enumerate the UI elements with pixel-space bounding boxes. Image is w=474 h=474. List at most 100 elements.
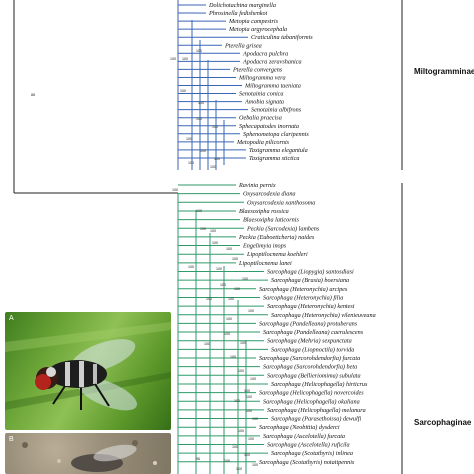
bootstrap-value: 100	[182, 57, 188, 61]
bootstrap-value: 100	[238, 429, 244, 433]
taxon-label: Sarcophaga (Sarcorohdendorfia) furcata	[259, 355, 360, 362]
sarcophaginae-bracket: Sarcophaginae	[401, 183, 472, 474]
taxon-label: Lipoptilocnema lanei	[238, 260, 292, 267]
miltogramminae-bracket: Miltogramminae	[401, 0, 474, 170]
taxon-label: Sphecapatodes inornata	[239, 123, 299, 130]
taxon-label: Sarcophaga (Brasia) boersiana	[271, 277, 349, 284]
bootstrap-value: 100	[242, 277, 248, 281]
root-bootstrap-label: 88	[31, 93, 35, 97]
bootstrap-value: 100	[228, 297, 234, 301]
bootstrap-value: 100	[204, 342, 210, 346]
taxon-label: Metopia campestris	[228, 18, 279, 25]
bootstrap-value: 100	[226, 247, 232, 251]
bootstrap-value: 100	[186, 137, 192, 141]
taxon-label: Miltogramma vera	[238, 74, 286, 81]
sarcophaginae-branches	[177, 184, 268, 474]
taxon-label: Oebalia praecisa	[239, 115, 282, 122]
taxon-label: Sarcophaga (Heteronychia) kentesi	[267, 303, 355, 310]
taxon-label: Sarcophaga (Helicophagella) novercoides	[259, 390, 364, 397]
bootstrap-value: 100	[210, 165, 216, 169]
taxon-label: Sphenometopa claripennis	[243, 131, 309, 138]
bootstrap-value: 100	[212, 125, 218, 129]
taxon-label: Sarcophaga (Ascelotella) furcata	[263, 433, 345, 440]
fly-illustration-b	[22, 440, 157, 472]
taxon-label: Sarcophaga (Sarcorohdendorfia) beta	[263, 364, 357, 371]
taxon-label: Sarcophaga (Scotathyris) inlinea	[271, 450, 353, 457]
bootstrap-labels: 100 100 100 100 100 100 100 100 100 100 100 100 100 1…	[170, 49, 258, 471]
bootstrap-value: 100	[224, 332, 230, 336]
bootstrap-value: 100	[196, 49, 202, 53]
taxon-label: Ravinia pernix	[238, 182, 276, 189]
taxon-label: Sarcophaga (Parasethoissa) dewulfi	[271, 416, 361, 423]
taxon-label: Pterella grisea	[224, 42, 262, 49]
bootstrap-value: 100	[200, 149, 206, 153]
bootstrap-value: 100	[170, 57, 176, 61]
taxon-label: Metopodia pilicornis	[236, 139, 290, 146]
taxon-label: Sarcophaga (Liopnoctila) torvida	[271, 346, 354, 353]
bootstrap-value: 100	[240, 341, 246, 345]
taxon-label: Sarcophaga (Pandelleana) caerulescens	[263, 329, 364, 336]
taxon-label: Sarcophaga (Liopygia) santosdiasi	[267, 269, 354, 276]
bootstrap-value: 100	[188, 265, 194, 269]
bootstrap-value: 100	[232, 257, 238, 261]
bootstrap-value: 100	[246, 409, 252, 413]
taxon-label: Dolichotachina marginella	[208, 2, 276, 9]
bootstrap-value: 100	[238, 369, 244, 373]
taxon-label: Sarcophaga (Pandelleana) protuberans	[259, 320, 358, 327]
bootstrap-value: 100	[246, 395, 252, 399]
bootstrap-value: 100	[206, 297, 212, 301]
bootstrap-value: 100	[226, 317, 232, 321]
bootstrap-value: 100	[220, 283, 226, 287]
taxon-label: Senotainia conica	[239, 91, 284, 98]
taxon-label: Sarcophaga (Helicophagella) hirticrus	[271, 381, 368, 388]
bootstrap-value: 100	[198, 101, 204, 105]
sarcophaginae-group-label: Sarcophaginae	[414, 418, 472, 427]
bootstrap-value: 100	[180, 89, 186, 93]
bootstrap-value: 100	[248, 309, 254, 313]
bootstrap-value: 100	[250, 377, 256, 381]
taxon-label: Apodacra zeravshanica	[242, 58, 302, 65]
taxon-label: Sarcophaga (Heteronychia) filia	[263, 294, 343, 301]
taxon-label: Sarcophaga (Scotathyris) notatipennis	[259, 459, 355, 466]
miltogramminae-branches	[177, 0, 248, 170]
bootstrap-value: 100	[244, 453, 250, 457]
taxon-label: Lipoptilocnema koehleri	[246, 251, 308, 258]
taxon-label: Sarcophaga (Heteronychia) arcipes	[259, 286, 348, 293]
taxon-label: Sarcophaga (Helicophagella) okaliana	[263, 398, 360, 405]
taxon-label: Taxigramma stictica	[249, 155, 299, 162]
bootstrap-value: 100	[210, 229, 216, 233]
taxon-label: Metopia argyrocephala	[228, 26, 287, 33]
bootstrap-value: 100	[232, 445, 238, 449]
bootstrap-value: 100	[212, 241, 218, 245]
panel-b-label: B	[9, 436, 14, 443]
taxon-label: Pterella convergens	[232, 66, 283, 73]
bootstrap-value: 100	[172, 188, 178, 192]
bootstrap-value: 100	[196, 117, 202, 121]
bootstrap-value: 100	[216, 267, 222, 271]
taxon-label: Sarcophaga (Helicophagella) melanura	[267, 407, 366, 414]
taxon-label: Sarcophaga (Ascelotella) ruficila	[267, 442, 350, 449]
taxon-label: Senotainia albifrons	[251, 107, 302, 114]
fly-illustration-a	[5, 322, 171, 411]
bootstrap-value: 100	[214, 157, 220, 161]
miltogramminae-group-label: Miltogramminae	[414, 67, 474, 76]
taxon-label: Peckia (Euboettcheria) naides	[238, 234, 315, 241]
bootstrap-value: 100	[248, 437, 254, 441]
bootstrap-value: 100	[252, 463, 258, 467]
photo-panel-b: B	[5, 433, 171, 474]
taxon-label: Miltogramma taeniata	[244, 83, 301, 90]
bootstrap-value: 100	[230, 355, 236, 359]
taxon-label: Sarcophaga (Mehria) sexpunctata	[267, 338, 352, 345]
taxon-label: Blaesoxipha laticornis	[243, 217, 299, 224]
bootstrap-value: 100	[224, 459, 230, 463]
tree-backbone	[13, 0, 178, 194]
bootstrap-value: 100	[236, 467, 242, 471]
taxon-label: Sarcophaga (Heteronychia) vilenieuveana	[271, 312, 376, 319]
taxon-label: Oxysarcodexia xanthosoma	[247, 199, 315, 206]
taxon-label: Blaesoxipha rossica	[239, 208, 289, 215]
bootstrap-value: 100	[200, 227, 206, 231]
taxon-label: Phrosinella fedtshenkoi	[208, 10, 268, 17]
